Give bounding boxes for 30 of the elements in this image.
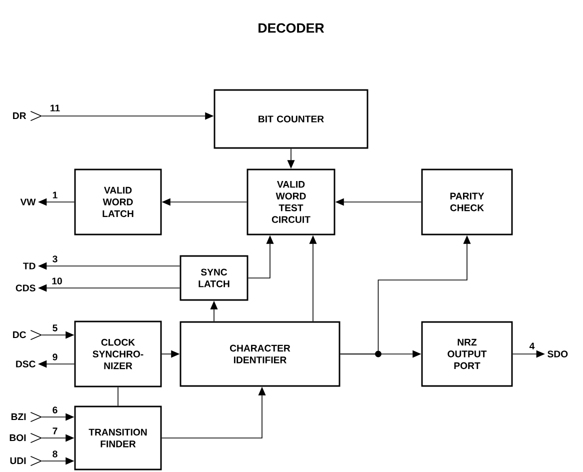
block-box: VALID WORD TEST CIRCUIT <box>246 168 336 236</box>
pin-label: VW <box>20 198 36 206</box>
block-box: VALID WORD LATCH <box>74 168 162 236</box>
pin-label: UDI <box>10 457 26 464</box>
pin-number: 8 <box>52 450 58 458</box>
pin-label: DSC <box>16 360 36 368</box>
pin-number: 11 <box>50 104 60 112</box>
block-box: NRZ OUTPUT PORT <box>421 321 513 387</box>
block-box: CHARACTER IDENTIFIER <box>180 321 340 387</box>
pin-label: CDS <box>16 284 36 292</box>
pin-number: 4 <box>529 342 535 350</box>
block-box: CLOCK SYNCHRO- NIZER <box>74 320 162 388</box>
pin-number: 7 <box>52 428 58 434</box>
pin-label: TD <box>23 262 36 270</box>
pin-number: 6 <box>52 406 58 414</box>
block-box: TRANSITION FINDER <box>74 406 162 470</box>
pin-number: 1 <box>52 192 58 198</box>
pin-label: BZI <box>11 413 26 420</box>
block-box: BIT COUNTER <box>214 89 368 149</box>
title: DECODER <box>258 23 324 33</box>
pin-number: 9 <box>52 354 58 360</box>
pin-number: 10 <box>52 278 62 284</box>
pin-label: DR <box>13 112 26 120</box>
block-box: PARITY CHECK <box>421 168 513 236</box>
pin-label: DC <box>13 331 26 338</box>
pin-label: SDO <box>548 350 568 358</box>
block-box: SYNC LATCH <box>180 255 248 301</box>
pin-number: 5 <box>52 324 58 332</box>
pin-number: 3 <box>52 256 58 262</box>
pin-label: BOI <box>10 434 26 442</box>
